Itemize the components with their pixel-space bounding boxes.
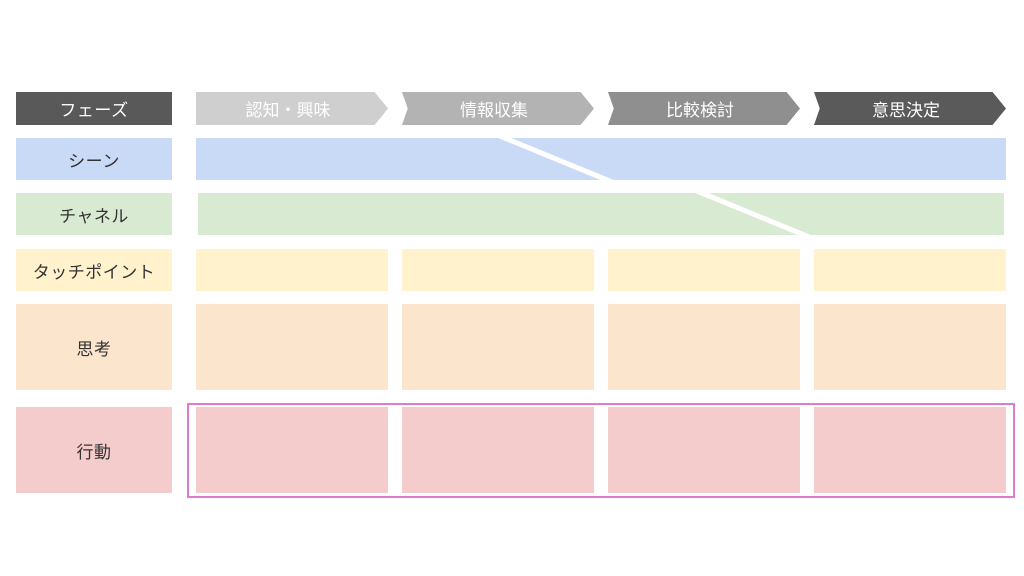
action-cell xyxy=(196,407,388,493)
thinking-cell xyxy=(402,304,594,390)
channel-row-label: チャネル xyxy=(16,193,172,235)
thinking-row-label: 思考 xyxy=(16,304,172,390)
thinking-cell xyxy=(814,304,1006,390)
phase-arrow-label: 意思決定 xyxy=(872,101,940,121)
action-cell xyxy=(608,407,800,493)
action-highlight-frame xyxy=(187,403,1015,498)
action-cell xyxy=(814,407,1006,493)
phase-arrow-awareness: 認知・興味 xyxy=(196,92,388,125)
touchpoint-cell xyxy=(608,249,800,291)
channel-row-label-text: チャネル xyxy=(59,206,129,227)
scene-band xyxy=(196,138,1006,180)
phase-arrow-comparison: 比較検討 xyxy=(608,92,800,125)
phase-arrow-info-gathering: 情報収集 xyxy=(402,92,594,125)
phase-row-label: フェーズ xyxy=(16,92,172,125)
scene-row-label-text: シーン xyxy=(68,151,120,172)
action-row-label: 行動 xyxy=(16,407,172,493)
phase-arrow-label: 比較検討 xyxy=(666,101,734,121)
thinking-cell xyxy=(608,304,800,390)
touchpoint-cell xyxy=(402,249,594,291)
channel-diagonal-divider xyxy=(696,188,810,240)
scene-row-label: シーン xyxy=(16,138,172,180)
touchpoint-row-label-text: タッチポイント xyxy=(32,262,156,283)
action-cell xyxy=(402,407,594,493)
action-row-label-text: 行動 xyxy=(76,442,112,463)
touchpoint-cell xyxy=(196,249,388,291)
thinking-cell xyxy=(196,304,388,390)
phase-arrow-decision: 意思決定 xyxy=(814,92,1006,125)
scene-diagonal-divider xyxy=(499,133,613,185)
phase-row-label-text: フェーズ xyxy=(59,101,129,121)
thinking-row-label-text: 思考 xyxy=(76,339,112,360)
touchpoint-row-label: タッチポイント xyxy=(16,249,172,291)
touchpoint-cell xyxy=(814,249,1006,291)
phase-arrow-label: 情報収集 xyxy=(460,101,528,121)
channel-band xyxy=(198,193,1004,235)
phase-arrow-label: 認知・興味 xyxy=(245,101,331,121)
